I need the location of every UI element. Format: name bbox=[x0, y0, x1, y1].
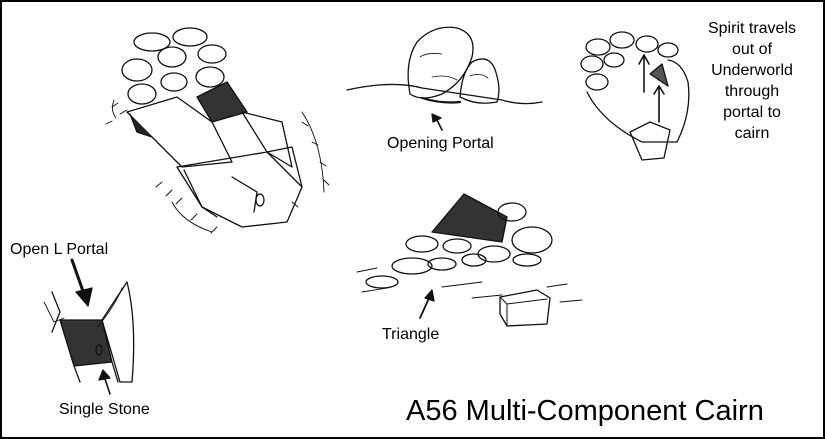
opening-portal-label: Opening Portal bbox=[387, 134, 494, 154]
open-l-portal-sketch bbox=[44, 260, 134, 394]
figure-title: A56 Multi-Component Cairn bbox=[406, 394, 764, 428]
triangle-label: Triangle bbox=[382, 325, 439, 345]
single-stone-label: Single Stone bbox=[59, 400, 150, 420]
triangle-cairn-sketch bbox=[357, 194, 582, 326]
spirit-caption-line: portal to bbox=[692, 102, 812, 123]
spirit-caption-line: out of bbox=[692, 39, 812, 60]
spirit-diagram-sketch bbox=[581, 32, 689, 160]
spirit-caption-line: Underworld bbox=[692, 60, 812, 81]
spirit-caption-line: cairn bbox=[692, 123, 812, 144]
open-l-portal-label: Open L Portal bbox=[10, 240, 108, 260]
opening-portal-sketch bbox=[347, 27, 542, 130]
spirit-caption-line: through bbox=[692, 81, 812, 102]
spirit-caption-line: Spirit travels bbox=[692, 18, 812, 39]
main-cairn-sketch bbox=[106, 28, 329, 233]
spirit-caption: Spirit travels out of Underworld through… bbox=[692, 18, 812, 144]
